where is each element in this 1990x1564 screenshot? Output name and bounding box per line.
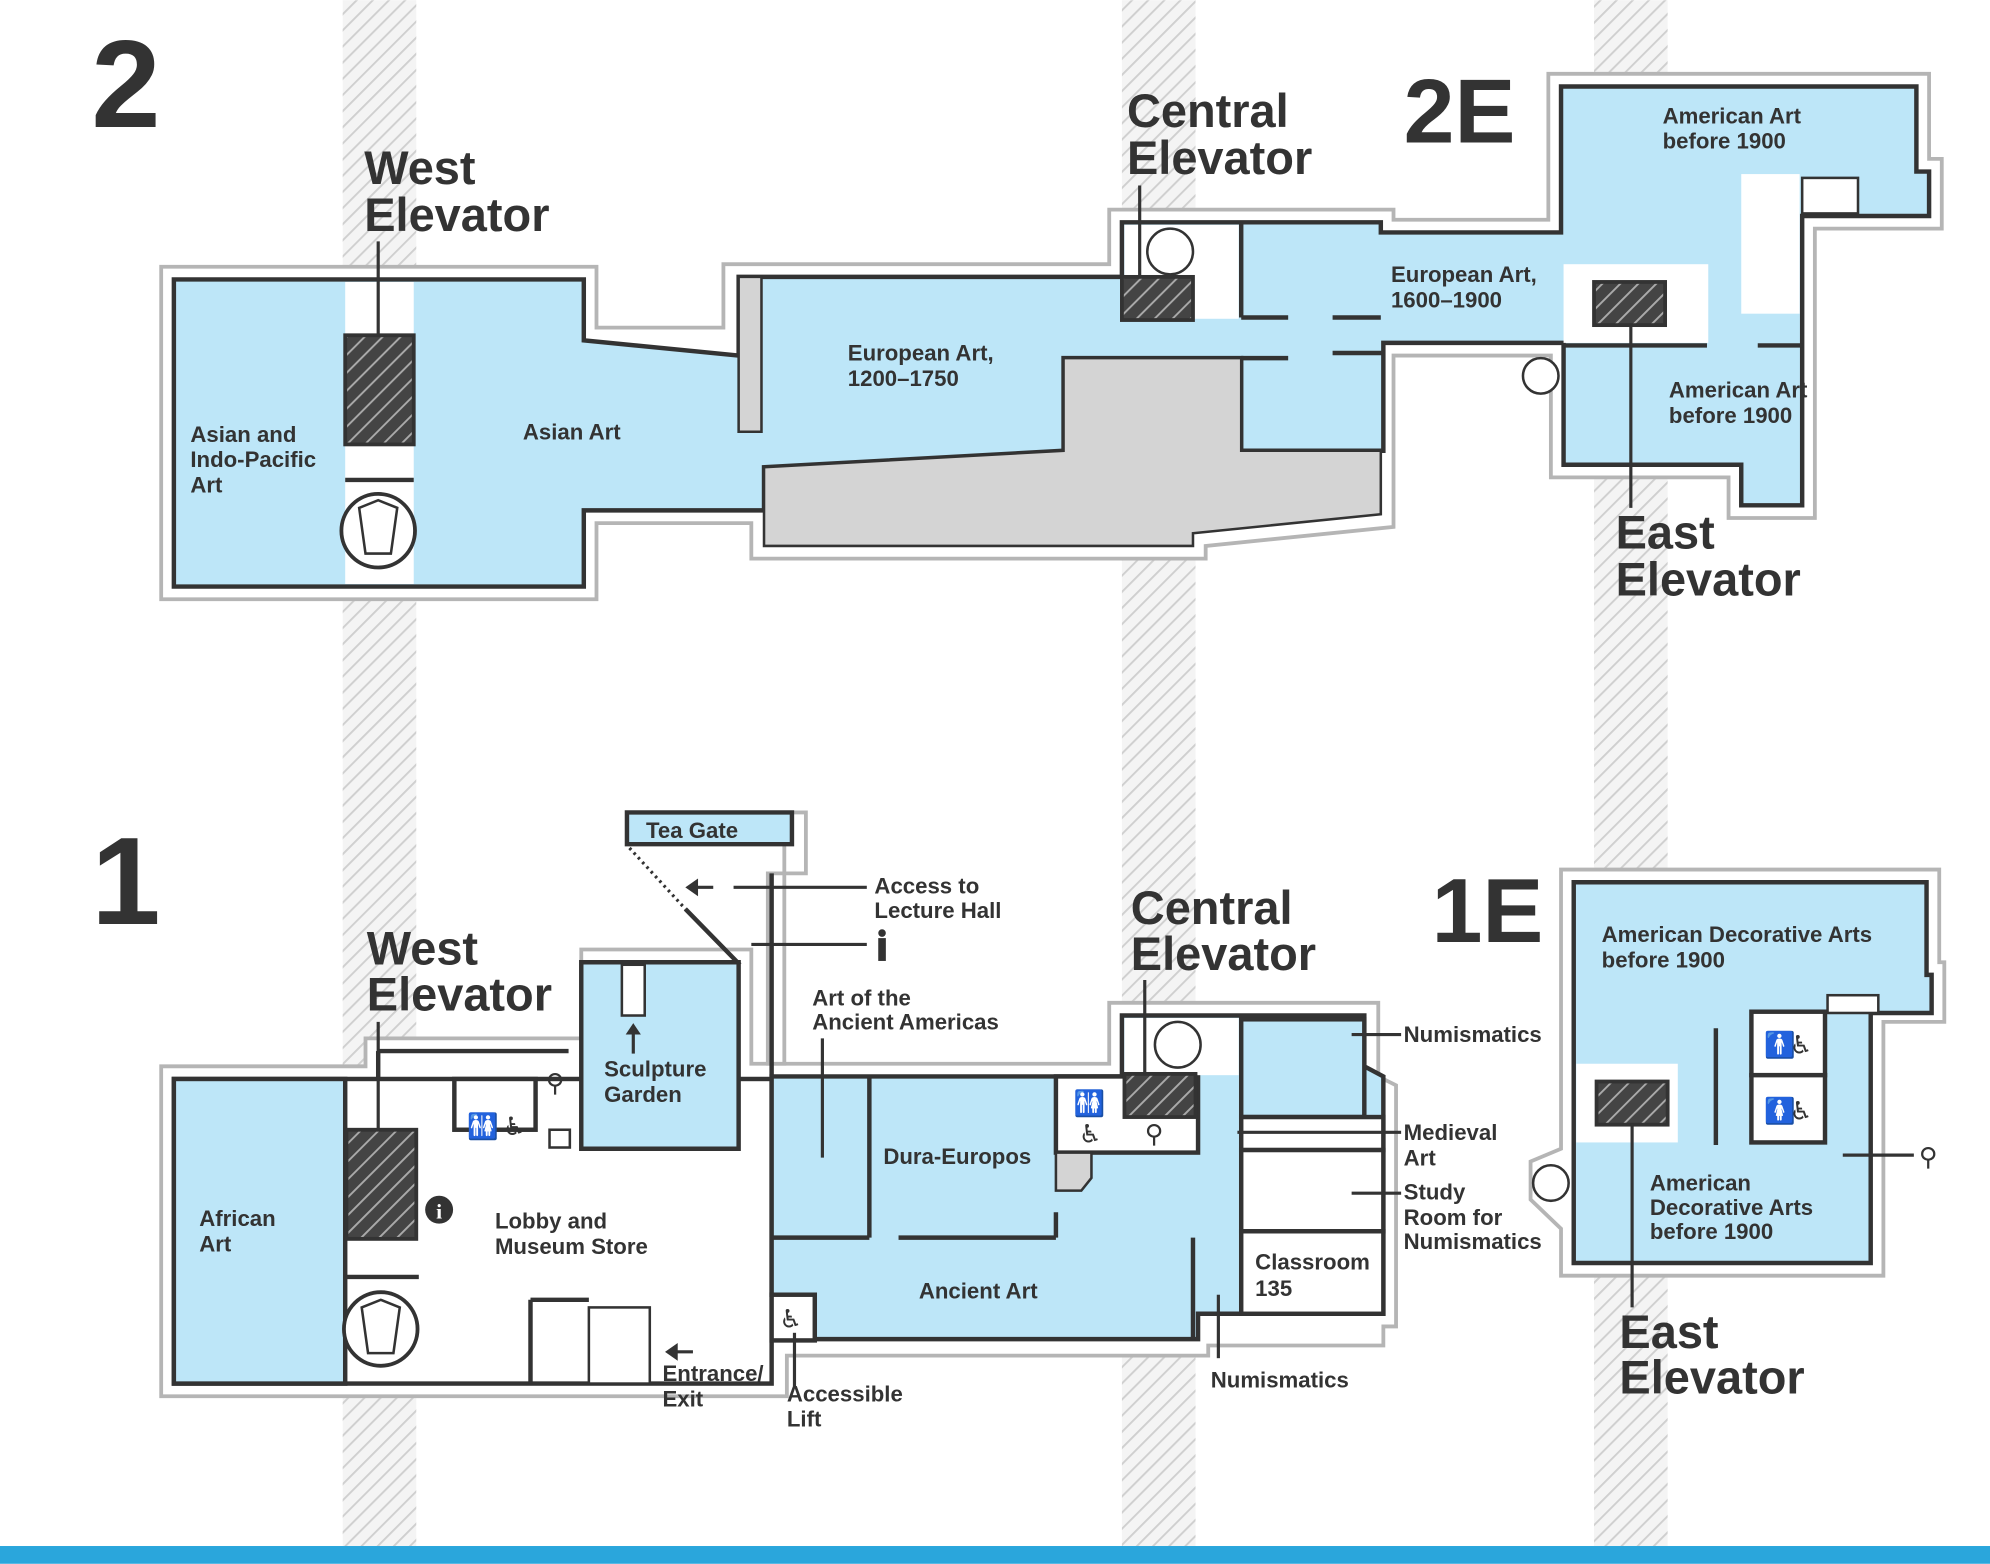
- room-asian-art: Asian Art: [523, 419, 621, 444]
- central-elevator-icon: [1120, 274, 1195, 322]
- baby-changing-icon: ⚲: [1145, 1118, 1164, 1148]
- stairs-icon: [1826, 993, 1880, 1015]
- closed-area: [762, 356, 1383, 548]
- accessible-icon: ♿: [1079, 1118, 1102, 1148]
- floor-1: 🚻 ♿ ⚲ i ♿ 🚻 ♿ ⚲: [91, 810, 1947, 1432]
- annex-label-2e: 2E: [1404, 60, 1516, 162]
- accessible-icon: ♿: [1789, 1030, 1812, 1060]
- classroom-135: [1238, 1229, 1386, 1316]
- room-dura-europos: Dura-Europos: [883, 1144, 1031, 1169]
- central-elevator-icon: [1122, 1071, 1198, 1119]
- stairs-icon: [1800, 176, 1860, 215]
- east-elevator-icon: [1592, 280, 1668, 328]
- stairs-icon: [620, 963, 646, 1017]
- room-tea-gate: Tea Gate: [646, 818, 738, 843]
- floor-1-upper-outline: [765, 810, 808, 1066]
- west-elevator-icon: [343, 333, 416, 447]
- arrow-up-icon: [625, 1023, 641, 1035]
- spiral-stair-icon: [342, 1290, 420, 1368]
- african-art-room: [171, 1076, 348, 1386]
- restroom-man-icon: [878, 929, 886, 961]
- label-entrance-exit: Entrance/Exit: [662, 1361, 763, 1411]
- spiral-stair-icon: [1521, 356, 1560, 395]
- arrow-left-icon: [665, 1342, 678, 1361]
- label-numismatics-right: Numismatics: [1404, 1022, 1542, 1047]
- baby-changing-icon: ⚲: [546, 1068, 565, 1098]
- restrooms: [452, 1076, 538, 1132]
- floor-number-2: 2: [91, 15, 160, 154]
- room-ancient-art: Ancient Art: [919, 1279, 1038, 1304]
- restroom-icon: 🚺: [1764, 1096, 1796, 1126]
- spiral-stair-icon: [1153, 1020, 1202, 1069]
- restroom-women-1e: [1749, 1072, 1828, 1145]
- accessible-icon: ♿: [779, 1304, 802, 1334]
- accessible-icon: ♿: [1789, 1096, 1812, 1126]
- accessible-icon: ♿: [503, 1111, 526, 1141]
- restroom-men-1e: [1749, 1009, 1828, 1078]
- east-elevator-icon: [1594, 1079, 1670, 1127]
- west-elevator-icon: [344, 1127, 419, 1241]
- baby-changing-icon: ⚲: [1919, 1141, 1938, 1171]
- entrance-stairs-icon: [587, 1306, 652, 1385]
- info-icon-glyph: i: [436, 1200, 442, 1224]
- coat-check-icon: [548, 1128, 572, 1149]
- room-european-1600-1900: European Art,1600–1900: [1391, 262, 1537, 312]
- room-european-1200-1750: European Art,1200–1750: [848, 341, 994, 391]
- restroom-icon: 🚻: [467, 1111, 499, 1141]
- spiral-stair-icon: [339, 492, 417, 570]
- floor-number-1: 1: [91, 812, 160, 951]
- arrow-left-icon: [685, 878, 699, 897]
- restroom-icon: 🚹: [1764, 1030, 1796, 1060]
- study-room-numismatics: [1238, 1147, 1386, 1234]
- closed-nook: [1054, 1151, 1093, 1192]
- bottom-band: [0, 1546, 1990, 1564]
- east-stair-area: [1741, 174, 1800, 314]
- info-icon: [425, 1195, 454, 1224]
- label-numismatics-bottom: Numismatics: [1211, 1367, 1349, 1392]
- restroom-icon: 🚻: [1074, 1088, 1106, 1118]
- spiral-stair-icon: [1146, 227, 1195, 276]
- numismatics-room: [1238, 1017, 1367, 1120]
- annex-label-1e: 1E: [1432, 860, 1544, 962]
- closed-sliver: [737, 275, 763, 433]
- tea-gate-room: [624, 810, 795, 847]
- spiral-stair-icon: [1531, 1164, 1570, 1203]
